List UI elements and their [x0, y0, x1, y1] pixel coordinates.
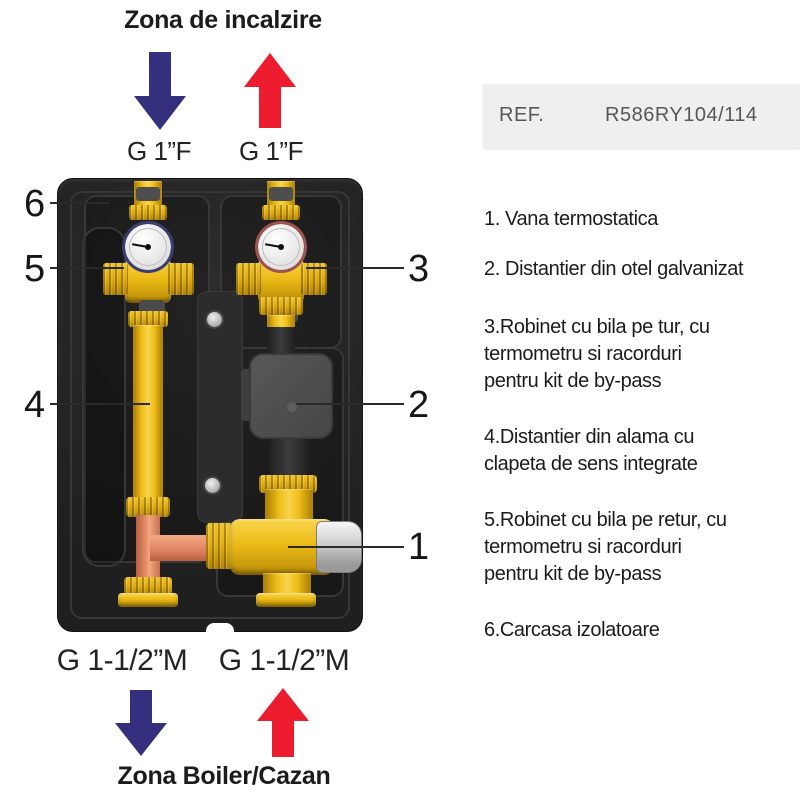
callout-line-1 [288, 546, 404, 548]
screw-icon [207, 312, 222, 327]
pipe-bottom-flange [118, 593, 178, 607]
callout-line-6 [50, 202, 110, 204]
ref-box: REF. R586RY104/114 [483, 84, 800, 148]
parts-list-item-1: 1. Vana termostatica [484, 208, 658, 230]
callout-number-1: 1 [408, 526, 430, 568]
callout-number-4: 4 [24, 384, 46, 426]
callout-line-4 [50, 403, 150, 405]
callout-number-2: 2 [408, 384, 430, 426]
flow-thermometer-icon [255, 221, 307, 273]
case-center-rib [197, 291, 243, 523]
callout-line-2 [296, 403, 404, 405]
parts-list-item-3: 3.Robinet cu bila pe tur, cu termometru … [484, 316, 710, 392]
port-label-bottom-right: G 1-1/2”M [218, 644, 350, 677]
bottom-zone-title: Zona Boiler/Cazan [117, 762, 331, 790]
return-thermometer-icon [122, 221, 174, 273]
callout-number-5: 5 [24, 248, 46, 290]
parts-list-item-4: 4.Distantier din alama cu clapeta de sen… [484, 426, 698, 475]
insulation-case [57, 178, 363, 632]
ref-label: REF. [499, 104, 545, 126]
port-label-top-right: G 1”F [239, 136, 303, 166]
ref-code: R586RY104/114 [605, 104, 758, 126]
parts-list-item-6: 6.Carcasa izolatoare [484, 619, 660, 641]
parts-list-item-2: 2. Distantier din otel galvanizat [484, 258, 744, 280]
port-label-top-left: G 1”F [127, 136, 191, 166]
callout-line-3 [306, 267, 404, 269]
callout-number-6: 6 [24, 183, 46, 225]
screw-icon [205, 478, 220, 493]
port-label-bottom-left: G 1-1/2”M [56, 644, 188, 677]
callout-line-5 [50, 267, 124, 269]
parts-list-item-5: 5.Robinet cu bila pe retur, cu termometr… [484, 509, 727, 585]
top-zone-title: Zona de incalzire [124, 6, 322, 34]
case-bottom-notch [206, 623, 234, 633]
pipe-bottom-union [124, 577, 172, 595]
callout-number-3: 3 [408, 248, 430, 290]
